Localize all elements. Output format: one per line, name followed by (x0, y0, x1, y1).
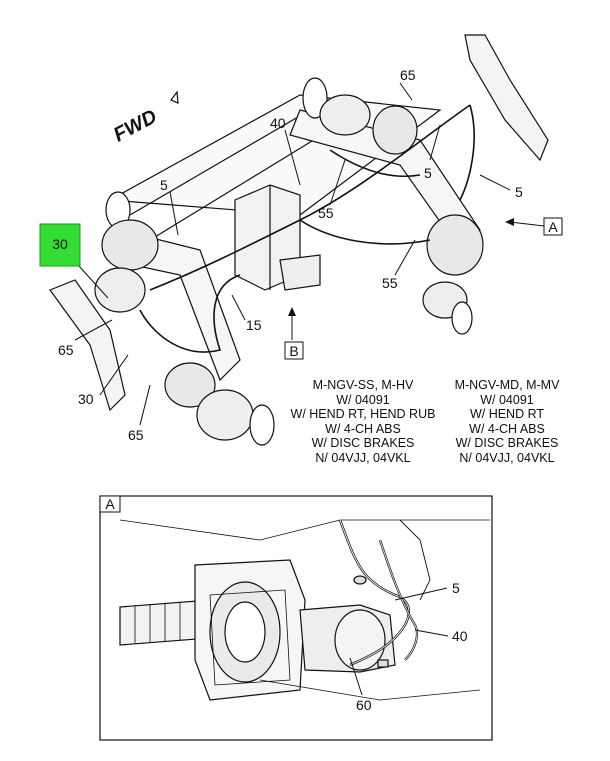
callout-5-upper-left[interactable]: 5 (160, 177, 168, 193)
callout-65-top[interactable]: 65 (400, 67, 416, 83)
detail-leader-lines (349, 587, 449, 696)
arrow-b-icon (288, 307, 296, 316)
spec-right-line: W/ DISC BRAKES (455, 436, 559, 450)
spec-block-left: M-NGV-SS, M-HV W/ 04091 W/ HEND RT, HEND… (278, 378, 448, 465)
callout-30-highlight[interactable]: 30 (52, 236, 68, 252)
ref-b-label[interactable]: B (289, 343, 298, 359)
spec-left-line: W/ HEND RT, HEND RUB (290, 407, 436, 421)
ref-a-label[interactable]: A (548, 219, 558, 235)
callout-15[interactable]: 15 (246, 317, 262, 333)
spec-right-line: W/ 4-CH ABS (469, 421, 545, 436)
callout-30-highlight-box[interactable] (39, 223, 81, 267)
detail-callout-5[interactable]: 5 (452, 580, 460, 596)
ref-b-box[interactable] (284, 341, 304, 360)
spec-right-line: W/ 04091 (480, 392, 534, 407)
detail-callout-40[interactable]: 40 (452, 628, 468, 644)
ref-a-box[interactable] (543, 217, 563, 236)
leader-lines (74, 82, 545, 426)
detail-a-label: A (105, 496, 115, 512)
detail-callout-60[interactable]: 60 (356, 697, 372, 713)
detail-a-tag (99, 495, 121, 513)
fwd-arrow-icon (170, 90, 179, 104)
spec-right-line: M-NGV-MD, M-MV (454, 378, 560, 392)
detail-a-illustration (119, 519, 490, 701)
spec-right-line: W/ HEND RT (469, 407, 545, 421)
axle-assembly-illustration (49, 34, 549, 446)
spec-block-right: M-NGV-MD, M-MV W/ 04091 W/ HEND RT W/ 4-… (422, 378, 592, 465)
spec-left-line: W/ DISC BRAKES (311, 436, 415, 450)
callout-55-center[interactable]: 55 (318, 205, 334, 221)
spec-left-line: N/ 04VJJ, 04VKL (315, 450, 411, 465)
fwd-indicator: FWD (110, 90, 179, 147)
spec-left-line: W/ 4-CH ABS (325, 421, 401, 436)
callout-55-lower[interactable]: 55 (382, 275, 398, 291)
spec-left-line: W/ 04091 (336, 392, 390, 407)
callout-30-lower[interactable]: 30 (78, 391, 94, 407)
spec-right-line: N/ 04VJJ, 04VKL (459, 450, 555, 465)
callout-65-left[interactable]: 65 (58, 342, 74, 358)
fwd-label: FWD (110, 106, 161, 147)
callout-65-bottom[interactable]: 65 (128, 427, 144, 443)
callout-40-top[interactable]: 40 (270, 115, 286, 131)
callout-5-right-low[interactable]: 5 (515, 184, 523, 200)
arrow-a-icon (505, 218, 514, 226)
spec-left-line: M-NGV-SS, M-HV (312, 378, 414, 392)
callout-5-right-mid[interactable]: 5 (424, 165, 432, 181)
